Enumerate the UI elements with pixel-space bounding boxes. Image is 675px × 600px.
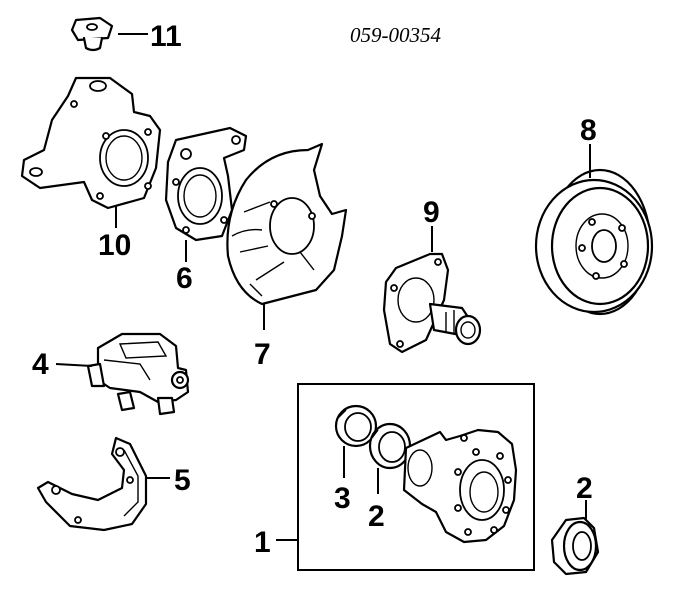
callout-10: 10 <box>98 229 131 262</box>
callout-6: 6 <box>176 262 193 295</box>
part-2-bearing-outer <box>550 516 600 576</box>
part-10-steering-knuckle <box>20 76 162 210</box>
callout-11: 11 <box>150 20 182 53</box>
hub-assembly-box <box>297 383 535 571</box>
callout-7: 7 <box>254 338 271 371</box>
part-8-brake-rotor <box>534 168 654 316</box>
part-5-caliper-support <box>36 436 148 532</box>
callout-9: 9 <box>423 196 440 229</box>
diagram-code: 059-00354 <box>350 23 441 47</box>
hub-flange <box>402 428 518 544</box>
callout-2-outer: 2 <box>576 472 593 505</box>
part-4-caliper <box>86 332 190 416</box>
callout-1: 1 <box>254 526 271 559</box>
part-2-bearing-inner <box>368 422 412 470</box>
part-11-ball-joint <box>70 16 114 52</box>
callout-5: 5 <box>174 464 191 497</box>
callout-2-inner: 2 <box>368 500 385 533</box>
part-9-hub-spindle <box>382 252 482 354</box>
part-6-bracket <box>164 126 248 242</box>
part-3-oil-seal <box>334 404 378 448</box>
callout-3: 3 <box>334 482 351 515</box>
callout-8: 8 <box>580 114 597 147</box>
callout-4: 4 <box>32 348 49 381</box>
part-7-dust-shield <box>226 142 348 306</box>
leader-4 <box>55 363 93 367</box>
